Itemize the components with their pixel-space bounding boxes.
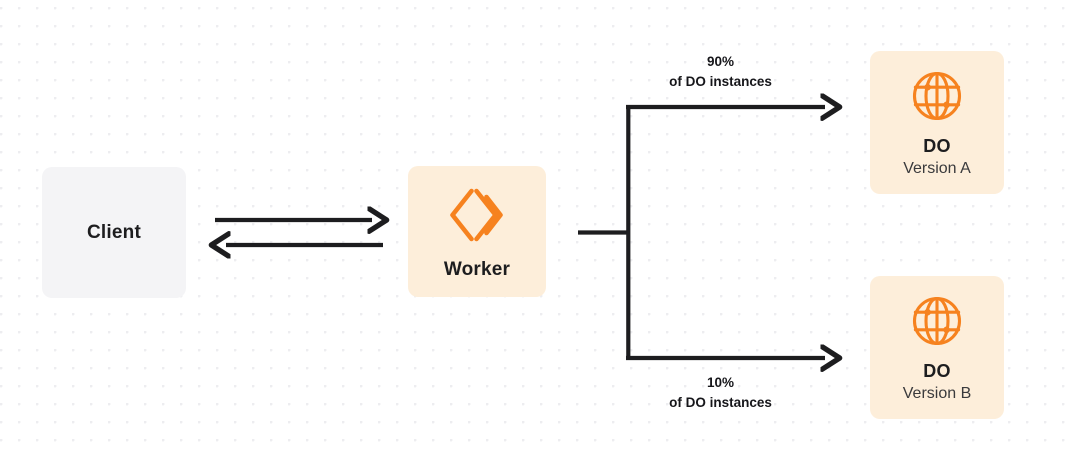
do-a-sublabel: Version A (903, 160, 971, 177)
node-do-version-a: DO Version A (870, 51, 1004, 194)
edge-label-do-a: 90% of DO instances (605, 52, 836, 91)
node-worker: Worker (408, 166, 546, 297)
edge-label-do-b: 10% of DO instances (605, 373, 836, 412)
worker-label: Worker (443, 259, 511, 280)
client-label: Client (87, 221, 141, 243)
globe-icon (909, 293, 965, 349)
cloudflare-workers-icon (446, 187, 508, 243)
do-b-label: DO (923, 361, 951, 381)
edge-label-do-b-percent: 10% (706, 375, 735, 390)
edge-label-do-a-detail: of DO instances (669, 73, 772, 89)
node-client: Client (42, 167, 186, 298)
do-a-label: DO (923, 136, 951, 156)
edge-label-do-b-detail: of DO instances (669, 394, 772, 410)
edge-label-do-a-percent: 90% (706, 54, 735, 69)
globe-icon (909, 68, 965, 124)
node-do-version-b: DO Version B (870, 276, 1004, 419)
do-b-sublabel: Version B (902, 385, 972, 402)
